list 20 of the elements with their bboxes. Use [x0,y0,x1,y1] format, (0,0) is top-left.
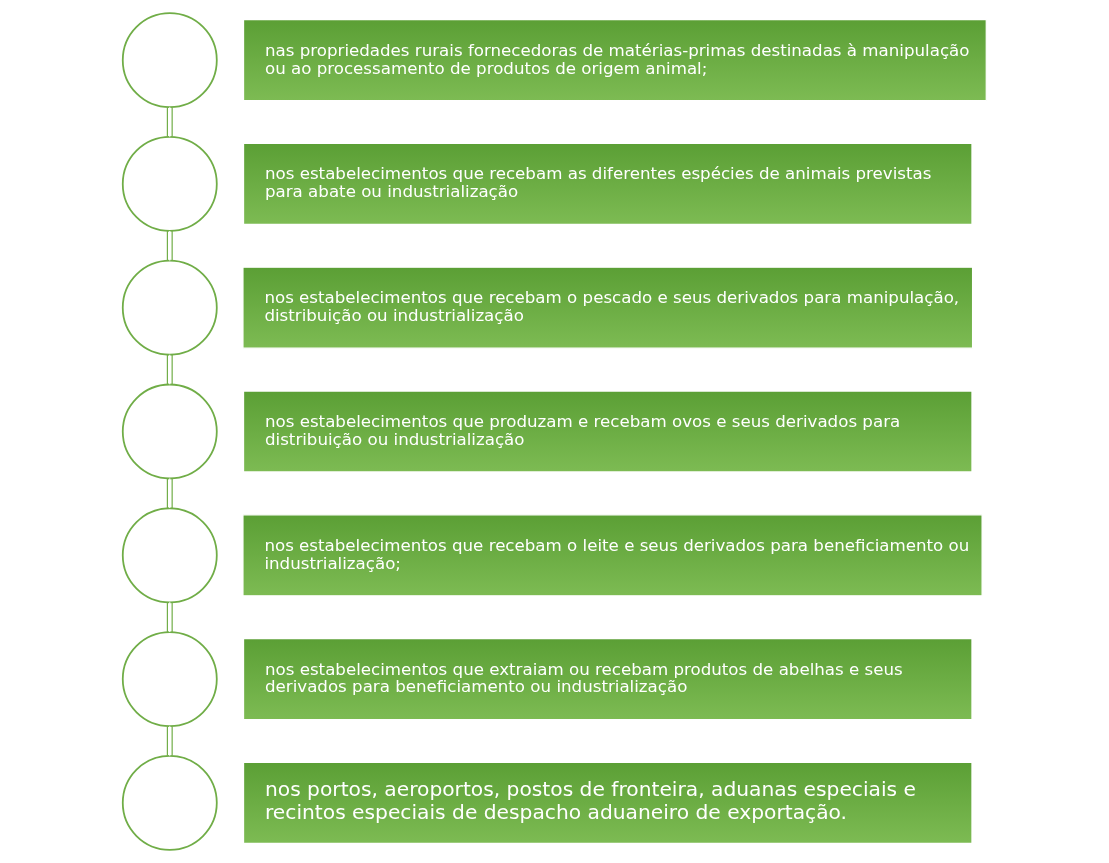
node-circle [121,507,218,604]
node-circle [121,12,218,109]
node-box: nos estabelecimentos que recebam o leite e seus derivados para beneficiamento ou industrialização; [242,514,983,597]
connector [166,354,173,385]
node-box: nas propriedades rurais fornecedoras de matérias-primas destinadas à manipulação ou ao processamento de produtos de origem animal; [242,19,987,102]
node-circle [121,631,218,727]
node-circle [121,136,218,232]
node-box: nos estabelecimentos que extraiam ou recebam produtos de abelhas e seus derivados para beneficiamento ou industrialização [242,638,973,721]
connector [166,106,173,138]
node-box: nos estabelecimentos que recebam as diferentes espécies de animais previstas para abate ou industrialização [242,142,973,225]
node-box: nos portos, aeroportos, postos de fronteira, aduanas especiais e recintos especiais de despacho aduaneiro de exportação. [242,761,973,844]
connector [166,478,173,509]
connector [166,725,173,757]
node-box: nos estabelecimentos que produzam e recebam ovos e seus derivados para distribuição ou industrialização [242,390,973,473]
node-box: nos estabelecimentos que recebam o pescado e seus derivados para manipulação, distribuição ou industrialização [242,266,974,349]
node-circle [121,383,218,480]
node-circle [121,259,218,356]
connector [166,230,173,262]
node-circle [121,754,218,851]
connector [166,601,173,633]
